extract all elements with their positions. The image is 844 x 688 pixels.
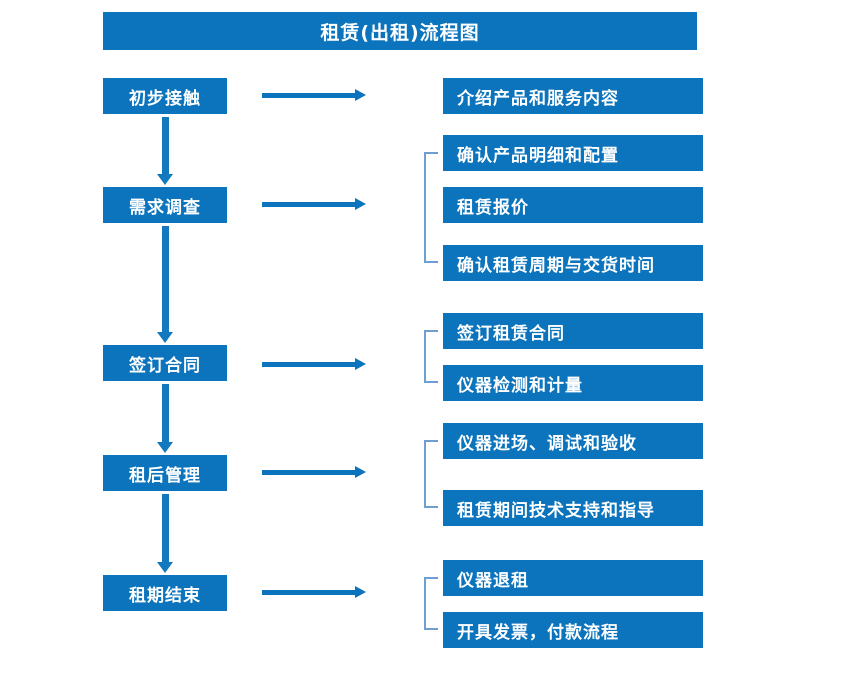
vertical-arrow-icon-4 (157, 494, 173, 573)
horizontal-arrow-icon-2 (262, 197, 366, 211)
detail-box-confirm-product-details[interactable]: 确认产品明细和配置 (443, 135, 703, 171)
detail-box-introduce-products[interactable]: 介绍产品和服务内容 (443, 78, 703, 114)
detail-box-instrument-delivery[interactable]: 仪器进场、调试和验收 (443, 423, 703, 459)
vertical-arrow-icon-3 (157, 384, 173, 453)
stage-box-rental-end[interactable]: 租期结束 (103, 575, 227, 611)
stage-box-needs-survey[interactable]: 需求调查 (103, 187, 227, 223)
horizontal-arrow-icon-3 (262, 357, 366, 371)
detail-box-technical-support[interactable]: 租赁期间技术支持和指导 (443, 490, 703, 526)
page-title: 租赁(出租)流程图 (103, 12, 697, 50)
detail-box-confirm-rental-period[interactable]: 确认租赁周期与交货时间 (443, 245, 703, 281)
stage-box-post-rental-management[interactable]: 租后管理 (103, 455, 227, 491)
horizontal-arrow-icon-4 (262, 465, 366, 479)
stage-box-initial-contact[interactable]: 初步接触 (103, 78, 227, 114)
horizontal-arrow-icon-5 (262, 585, 366, 599)
vertical-arrow-icon-2 (157, 226, 173, 343)
group-bracket-needs-survey (424, 152, 438, 263)
detail-box-instrument-inspection[interactable]: 仪器检测和计量 (443, 365, 703, 401)
detail-box-sign-rental-contract[interactable]: 签订租赁合同 (443, 313, 703, 349)
detail-box-instrument-return[interactable]: 仪器退租 (443, 560, 703, 596)
detail-box-rental-quote[interactable]: 租赁报价 (443, 187, 703, 223)
horizontal-arrow-icon-1 (262, 88, 366, 102)
stage-box-sign-contract[interactable]: 签订合同 (103, 345, 227, 381)
group-bracket-post-rental (424, 440, 438, 508)
group-bracket-sign-contract (424, 330, 438, 383)
group-bracket-rental-end (424, 577, 438, 630)
detail-box-invoice-payment[interactable]: 开具发票，付款流程 (443, 612, 703, 648)
vertical-arrow-icon-1 (157, 117, 173, 185)
